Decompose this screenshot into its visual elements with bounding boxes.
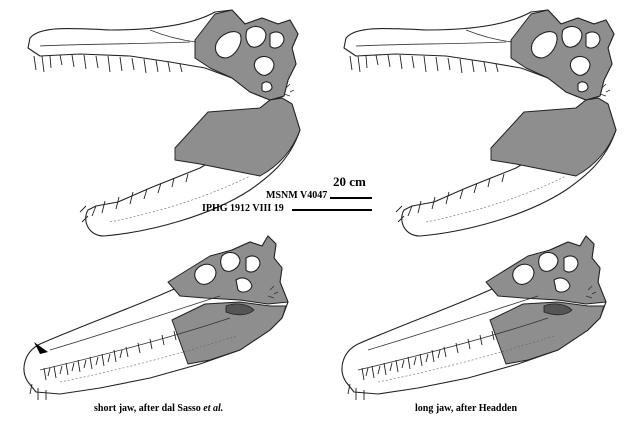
skull-top-right [343, 9, 617, 237]
specimen-label-iphg: IPHG 1912 VIII 19 [202, 203, 284, 214]
black-arrowhead-icon [34, 342, 48, 354]
caption-short-jaw-text: short jaw, after dal Sasso [94, 403, 204, 414]
caption-long-jaw: long jaw, after Headden [415, 403, 518, 414]
caption-short-jaw: short jaw, after dal Sasso et al. [94, 403, 223, 414]
skull-bottom-left [23, 235, 289, 401]
scale-label: 20 cm [333, 174, 366, 189]
specimen-label-msnm: MSNM V4047 [266, 190, 328, 201]
caption-short-jaw-italic: et al. [203, 403, 224, 414]
skull-bottom-right [341, 235, 607, 401]
